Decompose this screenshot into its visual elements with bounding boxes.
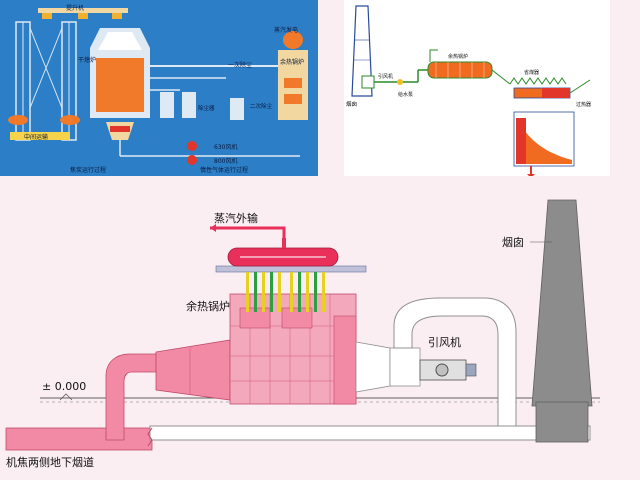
primary-dust-label: 一次除尘 bbox=[228, 61, 252, 69]
pre-chamber-hot-coke bbox=[96, 58, 144, 112]
conveyor-bar bbox=[10, 132, 70, 140]
chimney-label: 烟囱 bbox=[502, 235, 524, 249]
dust-collector-label: 除尘器 bbox=[198, 104, 215, 112]
flow-svg: 烟囱 给水泵 引风机 余热锅炉 省煤器 过热器 bbox=[346, 5, 591, 176]
steam-drum bbox=[283, 31, 303, 49]
elevation-label: ± 0.000 bbox=[42, 380, 86, 393]
underground-flue bbox=[5, 427, 153, 451]
inlet-duct bbox=[105, 353, 157, 441]
chimney bbox=[531, 199, 593, 407]
lifter-rail bbox=[38, 8, 128, 13]
cdq-svg: 提升机 中间运输 干熄炉 一次除尘 除尘器 二次除 bbox=[8, 4, 308, 174]
pre-chamber-label: 干熄炉 bbox=[78, 56, 96, 64]
secondary-dust-label: 二次除尘 bbox=[250, 102, 273, 110]
temperature-curve bbox=[516, 118, 572, 164]
boiler-label-flow: 余热锅炉 bbox=[448, 53, 468, 60]
dust-collector-1 bbox=[160, 92, 174, 118]
steam-output-pipe bbox=[210, 226, 286, 238]
conveyor-label: 中间运输 bbox=[24, 133, 48, 141]
induced-fan-label: 引风机 bbox=[428, 335, 461, 349]
fan-630-icon bbox=[187, 141, 197, 151]
underground-flue-label: 机焦两侧地下烟道 bbox=[6, 455, 94, 469]
superheater-label: 过热器 bbox=[576, 101, 591, 108]
induced-fan bbox=[419, 359, 477, 381]
waste-heat-boiler-system: ± 0.000 bbox=[0, 176, 640, 480]
boiler-label: 余热锅炉 bbox=[186, 299, 230, 313]
riser-tubes bbox=[246, 272, 325, 312]
gas-process-label: 惰性气体运行过程 bbox=[200, 166, 248, 174]
fan-800-icon bbox=[187, 155, 197, 165]
lifter-label: 提升机 bbox=[66, 4, 84, 12]
fan-630-label: 630风机 bbox=[214, 143, 237, 151]
fan-box bbox=[361, 75, 375, 89]
coke-process-label: 焦炭运行过程 bbox=[70, 166, 106, 174]
economizer-label: 省煤器 bbox=[524, 69, 539, 76]
boiler-label: 余热锅炉 bbox=[280, 58, 304, 66]
boiler-flow-diagram: 烟囱 给水泵 引风机 余热锅炉 省煤器 过热器 bbox=[344, 0, 610, 176]
arch-duct bbox=[393, 297, 517, 427]
cdq-process-diagram: 提升机 中间运输 干熄炉 一次除尘 除尘器 二次除 bbox=[0, 0, 318, 176]
steam-generation-label: 蒸汽发电 bbox=[274, 26, 298, 34]
outlet-duct bbox=[355, 341, 391, 393]
pump-label: 给水泵 bbox=[398, 91, 413, 98]
pump-icon bbox=[397, 79, 403, 85]
fan-label: 引风机 bbox=[378, 73, 393, 80]
economizer-coil bbox=[509, 77, 567, 85]
main-svg: ± 0.000 bbox=[5, 199, 600, 469]
boiler-frame bbox=[215, 265, 367, 273]
dust-collector-2 bbox=[182, 92, 196, 118]
secondary-dust-box bbox=[230, 98, 244, 120]
transition-duct bbox=[155, 339, 231, 401]
fan-800-label: 800风机 bbox=[214, 157, 237, 165]
chimney-label: 烟囱 bbox=[346, 100, 357, 108]
chimney-shape bbox=[351, 5, 373, 97]
steam-output-label: 蒸汽外输 bbox=[214, 211, 258, 225]
underground-pipe bbox=[149, 425, 591, 441]
